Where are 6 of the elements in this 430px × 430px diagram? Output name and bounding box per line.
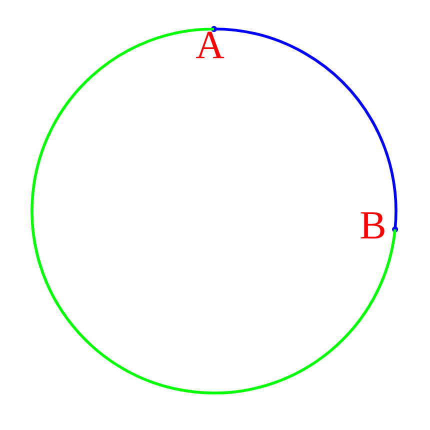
- labeled-point: A: [196, 26, 224, 58]
- node-label: A: [196, 32, 224, 58]
- arc: [30, 28, 396, 394]
- node-label: B: [360, 212, 384, 239]
- labeled-point: B: [360, 212, 398, 239]
- arc: [214, 28, 398, 231]
